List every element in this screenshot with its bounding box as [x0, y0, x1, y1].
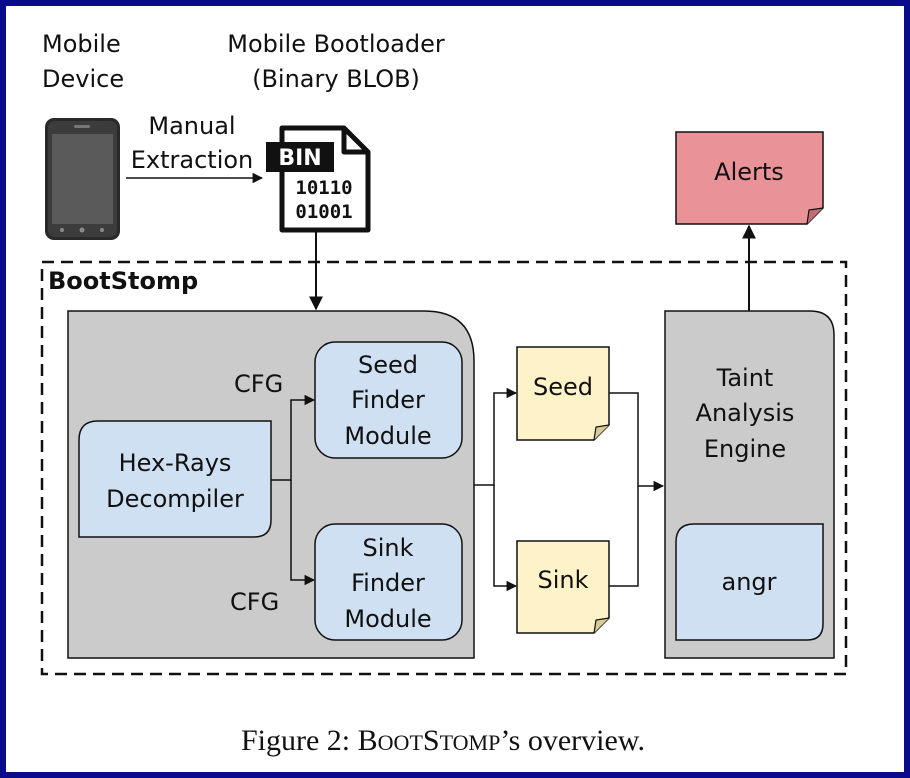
panel-to-sink-arrow: [493, 485, 518, 592]
seed-finder-module: Seed Finder Module: [314, 341, 463, 459]
caption-s-rest: TOMP: [440, 730, 501, 755]
bootstomp-label: BootStomp: [48, 267, 198, 295]
sink-finder-label-line2: Finder: [351, 569, 425, 597]
alerts-label: Alerts: [714, 158, 784, 186]
angr-label: angr: [721, 568, 776, 596]
caption-suffix: ’s overview.: [500, 724, 645, 757]
sink-finder-module: Sink Finder Module: [314, 523, 463, 641]
taint-engine-label-line2: Analysis: [696, 399, 795, 427]
caption-s-initial: S: [423, 724, 440, 757]
seed-finder-label-line3: Module: [344, 422, 431, 450]
sink-to-engine-arrow: [609, 486, 639, 587]
cfg-bottom-label: CFG: [230, 588, 279, 616]
manual-extraction-label-line1: Manual: [148, 112, 235, 140]
seed-finder-label-line1: Seed: [358, 351, 418, 379]
alerts-note: Alerts: [675, 131, 824, 225]
figure-caption: Figure 2: BOOTSTOMP’s overview.: [241, 724, 645, 757]
taint-engine-label-line1: Taint: [716, 364, 774, 392]
taint-engine-label-line3: Engine: [704, 435, 786, 463]
hexrays-label-line2: Decompiler: [106, 485, 244, 513]
panel-to-seed-arrow: [474, 387, 518, 486]
bootstomp-boundary: [40, 260, 848, 676]
caption-b-rest: OOT: [378, 730, 424, 755]
sink-note: Sink: [516, 540, 610, 634]
mobile-device-label-line1: Mobile: [42, 30, 121, 58]
hexrays-to-seed-finder-arrow: [271, 394, 316, 481]
sink-finder-label-line1: Sink: [362, 534, 413, 562]
cfg-top-label: CFG: [234, 370, 283, 398]
hexrays-to-sink-finder-arrow: [290, 480, 316, 586]
bootloader-label-line2: (Binary BLOB): [252, 65, 420, 93]
binary-file-icon: BIN 10110 01001: [266, 125, 371, 233]
caption-b-initial: B: [358, 724, 378, 757]
seed-to-engine-arrow: [609, 392, 665, 492]
bin-bits-line2: 01001: [295, 201, 352, 223]
smartphone-icon: [45, 118, 120, 240]
bin-tag: BIN: [278, 146, 321, 171]
mobile-device-label-line2: Device: [42, 65, 124, 93]
seed-finder-label-line2: Finder: [351, 386, 425, 414]
seed-label: Seed: [533, 373, 593, 401]
hexrays-decompiler-module: Hex-Rays Decompiler: [78, 420, 272, 538]
angr-module: angr: [675, 523, 824, 641]
bootstomp-diagram: Mobile Device Mobile Bootloader (Binary …: [40, 30, 848, 757]
caption-prefix: Figure 2:: [241, 724, 358, 757]
sink-label: Sink: [537, 566, 588, 594]
hexrays-label-line1: Hex-Rays: [119, 449, 232, 477]
manual-extraction-label-line2: Extraction: [131, 146, 254, 174]
sink-finder-label-line3: Module: [344, 605, 431, 633]
seed-note: Seed: [516, 346, 610, 441]
bootloader-label-line1: Mobile Bootloader: [227, 30, 445, 58]
bin-bits-line1: 10110: [295, 177, 352, 199]
